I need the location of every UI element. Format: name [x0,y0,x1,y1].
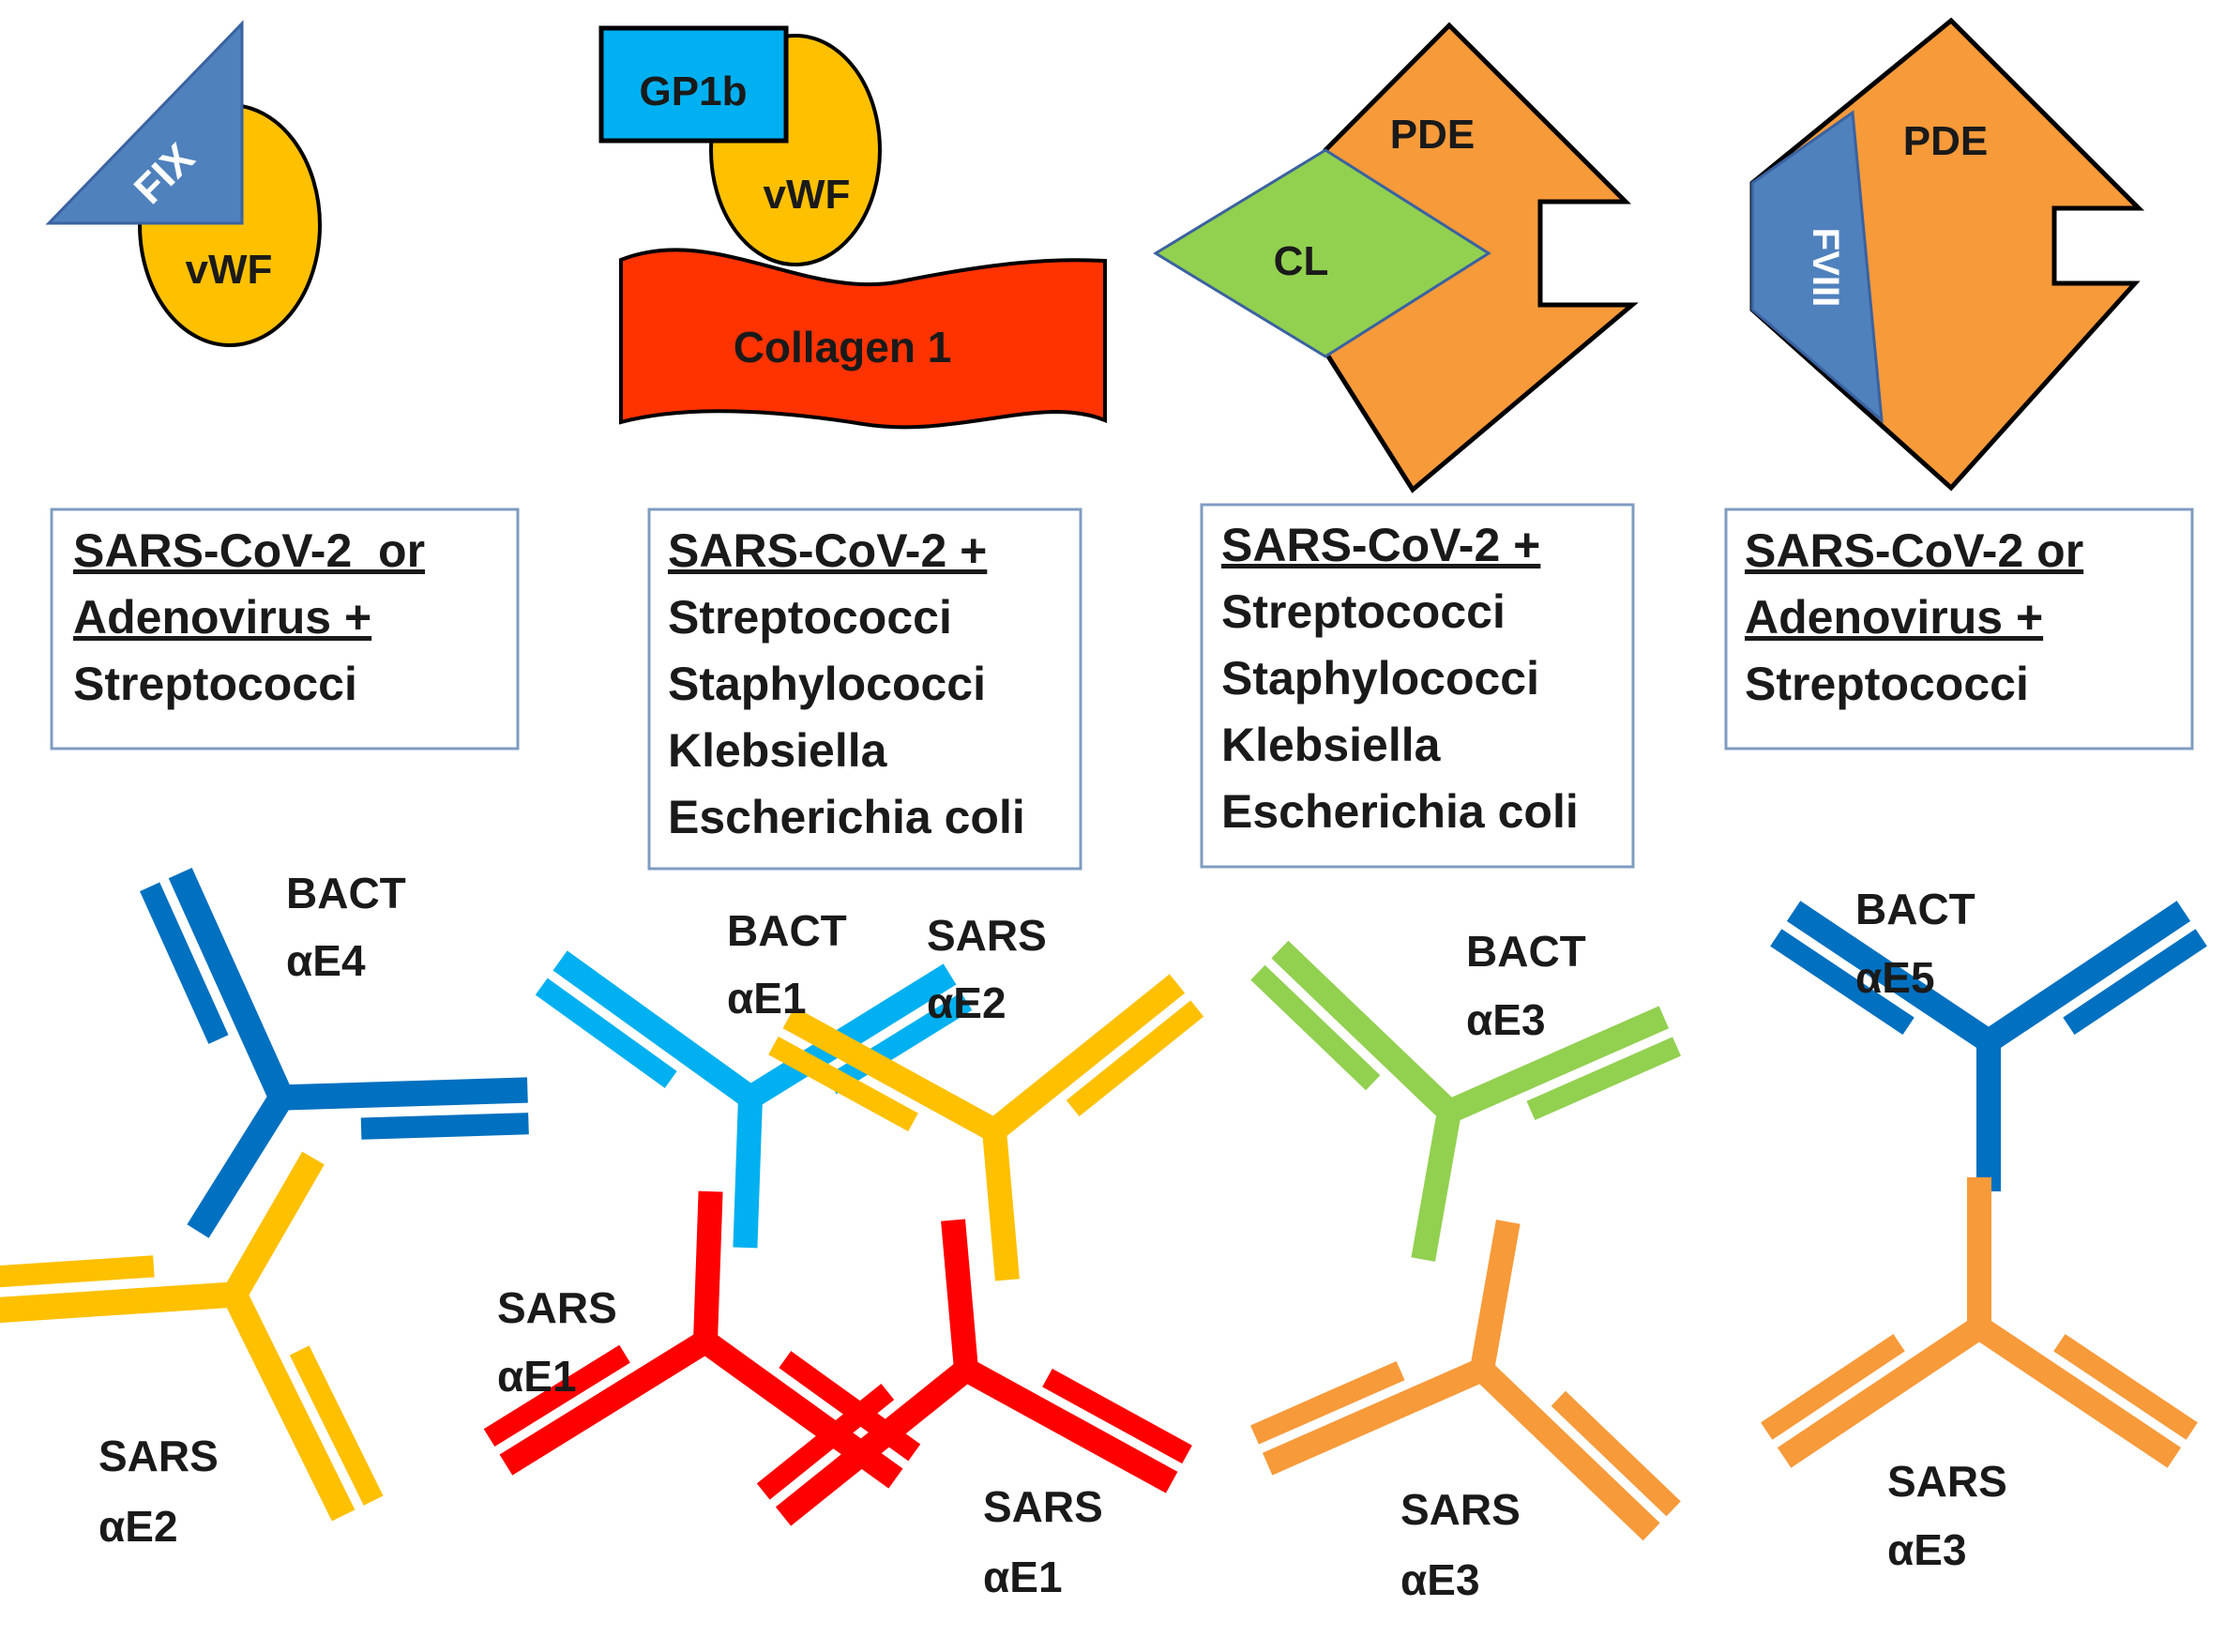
box-2-line-2: Streptococci [668,591,952,644]
complex-fix-vwf: FIX vWF [45,20,322,347]
box-2-line-4: Klebsiella [668,724,888,777]
box-2-line-1: SARS-CoV-2 + [668,524,987,577]
pde-label-1: PDE [1390,112,1475,158]
label-g2-sars-mid-2: αE1 [497,1352,577,1401]
label-g1-top-1: BACT [286,869,406,917]
box-1-line-2: Adenovirus + [73,591,371,644]
box-4-line-3: Streptococci [1745,658,2029,710]
label-g3-top-2: αE3 [1466,995,1546,1044]
box-4-line-2: Adenovirus + [1745,591,2043,644]
fviii-label: FVIII [1805,228,1846,307]
label-g2-sars-top-2: αE2 [927,978,1007,1027]
antibody-layer [0,868,2207,1541]
box-1-line-1: SARS-CoV-2 or [73,524,425,577]
label-g1-bottom-2: αE2 [98,1502,178,1551]
label-g2-sars-mid-1: SARS [497,1283,617,1332]
complex-gp1b-vwf-collagen: GP1b vWF Collagen 1 [598,25,1107,430]
box-4-line-1: SARS-CoV-2 or [1745,524,2083,577]
antibody-g2-sars-ae2 [768,974,1204,1281]
box-3-line-4: Klebsiella [1221,719,1442,771]
box-3-line-2: Streptococci [1221,585,1506,638]
antibody-g2-sars-ae1-left [483,1190,921,1489]
label-g4-bottom-1: SARS [1887,1457,2007,1506]
label-g3-bottom-2: αE3 [1400,1555,1480,1604]
antibody-g2-bact-ae1 [535,950,973,1249]
box-2-line-5: Escherichia coli [668,791,1025,843]
antibody-g3-sars-ae3 [1250,1220,1681,1541]
label-g4-top-1: BACT [1855,885,1975,933]
vwf-label-2: vWF [764,172,851,218]
antibody-g3-bact-ae3 [1250,940,1681,1262]
label-g3-bottom-1: SARS [1400,1485,1521,1534]
gp1b-label: GP1b [640,68,748,114]
box-1-line-3: Streptococci [73,658,357,710]
complex-pde-cl: PDE CL [1153,22,1639,493]
label-g2-sars-bottom-2: αE1 [983,1553,1063,1601]
label-g4-top-2: αE5 [1855,953,1935,1002]
fix-triangle [45,20,244,225]
collagen-label: Collagen 1 [734,323,952,371]
vwf-label-1: vWF [186,247,273,293]
label-g2-bact-1: BACT [727,906,847,955]
pde-label-2: PDE [1903,118,1988,164]
antibody-g2-sars-ae1-right [756,1219,1192,1526]
label-g2-bact-2: αE1 [727,974,807,1023]
box-3-line-3: Staphylococci [1221,652,1539,705]
label-g3-top-1: BACT [1466,927,1586,976]
antibody-g1-bact-ae4 [140,868,529,1238]
cl-diamond [1153,148,1491,358]
label-g4-bottom-2: αE3 [1887,1525,1967,1574]
collagen-wave [619,248,1107,430]
pathogen-box-1: SARS-CoV-2 or Adenovirus + Streptococci [50,508,520,750]
pathogen-box-3: SARS-CoV-2 + Streptococci Staphylococci … [1200,503,1635,869]
cl-label: CL [1274,238,1329,284]
box-3-line-5: Escherichia coli [1221,785,1579,838]
antibody-g4-sars-ae3 [1761,1177,2198,1468]
pathogen-box-4: SARS-CoV-2 or Adenovirus + Streptococci [1724,508,2194,750]
label-g2-sars-bottom-1: SARS [983,1482,1103,1531]
antibody-g4-bact-ae5 [1770,901,2207,1191]
label-g2-sars-top-1: SARS [927,911,1047,960]
antibody-g1-sars-ae2 [0,1151,384,1522]
label-g1-top-2: αE4 [286,936,366,985]
complex-pde-fviii: PDE FVIII [1749,17,2145,492]
box-2-line-3: Staphylococci [668,658,986,710]
antibody-labels: BACT αE4 SARS αE2 BACT αE1 SARS αE2 SARS… [98,869,2007,1604]
pathogen-box-2: SARS-CoV-2 + Streptococci Staphylococci … [647,508,1082,871]
label-g1-bottom-1: SARS [98,1432,219,1480]
fviii-band [1750,110,1884,424]
box-3-line-1: SARS-CoV-2 + [1221,519,1540,571]
gp1b-rect [598,25,789,144]
